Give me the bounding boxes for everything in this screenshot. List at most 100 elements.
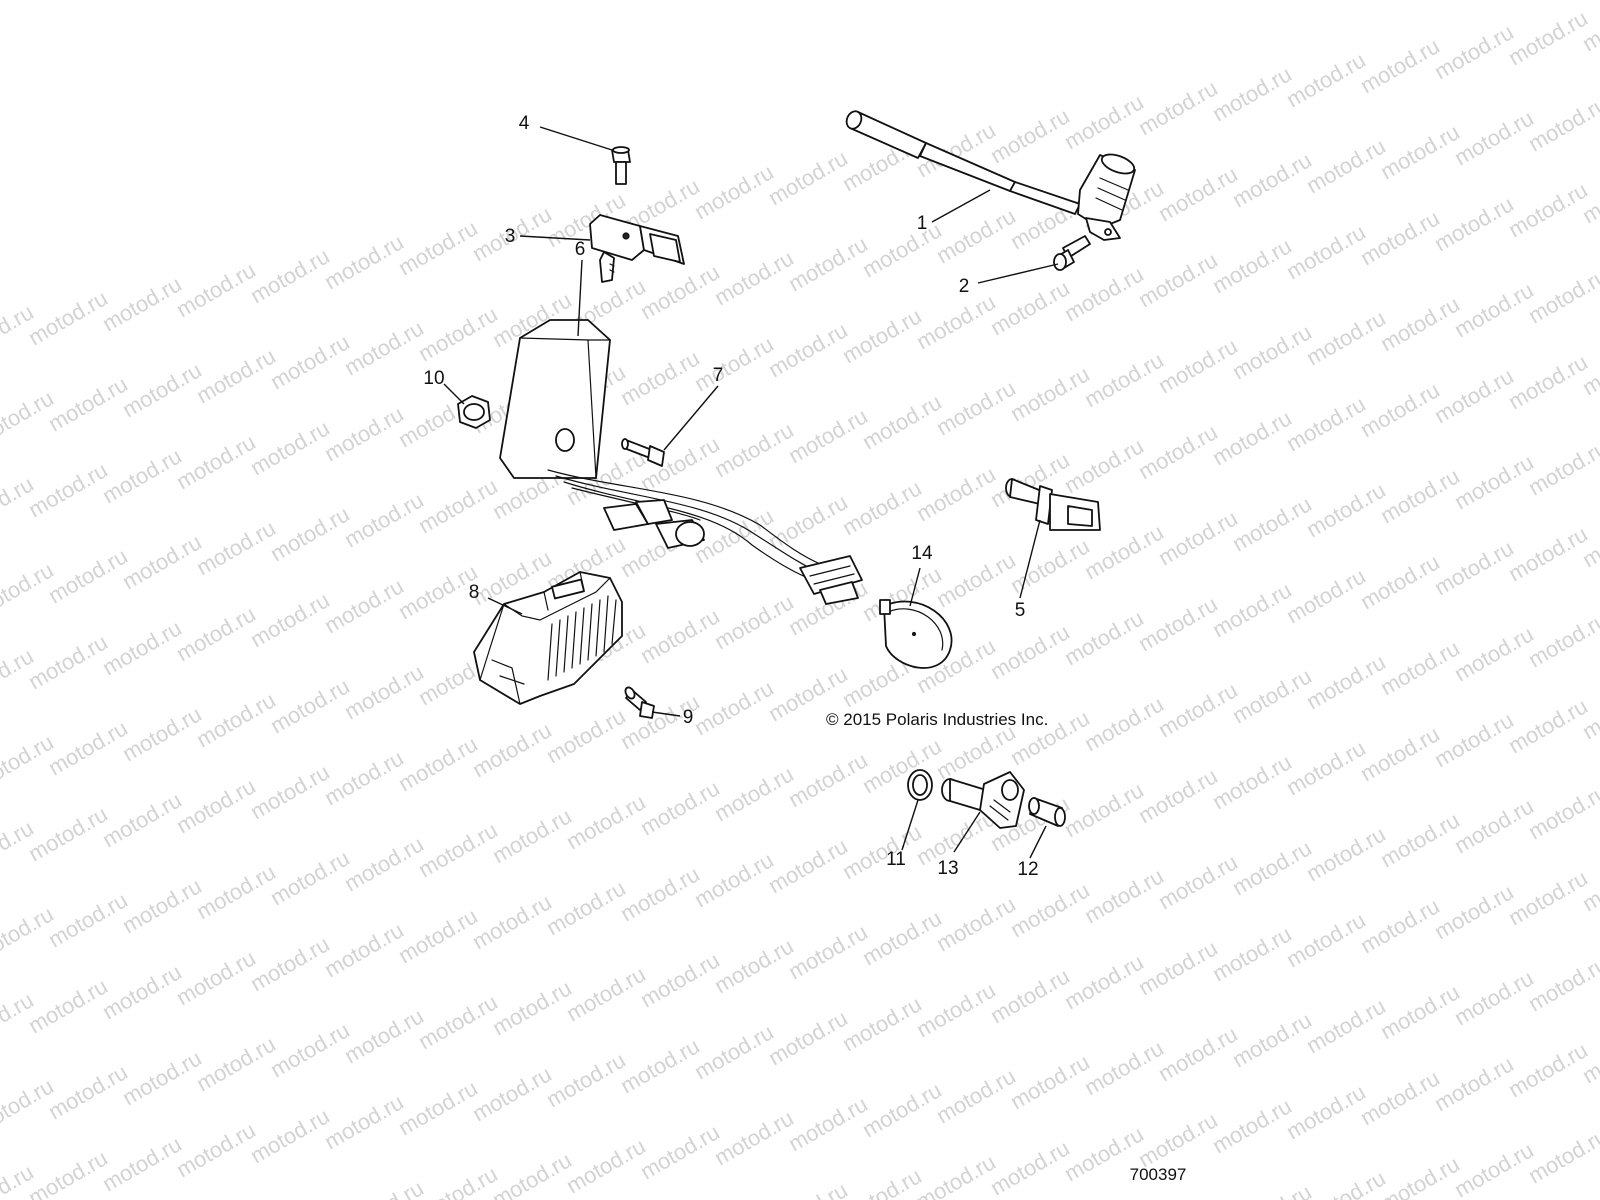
watermark-text: motod.ru: [1282, 219, 1370, 284]
watermark-text: motod.ru: [172, 429, 260, 494]
watermark-text: motod.ru: [1208, 749, 1296, 814]
watermark-text: motod.ru: [710, 417, 798, 482]
watermark-text: motod.ru: [1134, 763, 1222, 828]
watermark-text: motod.ru: [172, 945, 260, 1010]
watermark-text: motod.ru: [616, 861, 704, 926]
callout-12: 12: [1017, 859, 1038, 880]
watermark-text: motod.ru: [1228, 1179, 1316, 1200]
watermark-text: motod.ru: [172, 1117, 260, 1182]
watermark-text: motod.ru: [784, 919, 872, 984]
callout-8: 8: [469, 582, 480, 603]
watermark-text: motod.ru: [1356, 1065, 1444, 1130]
callout-13: 13: [937, 858, 958, 879]
watermark-text: motod.ru: [1228, 491, 1316, 556]
watermark-text: motod.ru: [1208, 577, 1296, 642]
watermark-text: motod.ru: [488, 803, 576, 868]
watermark-text: motod.ru: [118, 529, 206, 594]
watermark-text: motod.ru: [932, 891, 1020, 956]
watermark-text: motod.ru: [636, 947, 724, 1012]
watermark-text: motod.ru: [320, 229, 408, 294]
drawing-number: 700397: [1130, 1165, 1187, 1184]
watermark-text: motod.ru: [320, 573, 408, 638]
watermark-text: motod.ru: [784, 231, 872, 296]
leader-lines: [443, 126, 1059, 859]
watermark-text: motod.ru: [1430, 1051, 1518, 1116]
part-9-bolt: [624, 686, 655, 719]
callout-7: 7: [713, 365, 724, 386]
watermark-text: motod.ru: [636, 775, 724, 840]
watermark-text: motod.ru: [1006, 533, 1094, 598]
watermark-text: motod.ru: [1134, 591, 1222, 656]
watermark-text: motod.ru: [1282, 1079, 1370, 1144]
watermark-text: motod.ru: [1154, 1021, 1242, 1086]
watermark-text: motod.ru: [1154, 161, 1242, 226]
watermark-text: motod.ru: [1504, 5, 1592, 70]
watermark-text: motod.ru: [1430, 191, 1518, 256]
watermark-text: motod.ru: [414, 1161, 502, 1200]
watermark-text: motod.ru: [784, 403, 872, 468]
watermark-text: motod.ru: [246, 931, 334, 996]
watermark-text: motod.ru: [636, 1119, 724, 1184]
watermark-text: motod.ru: [1302, 133, 1390, 198]
watermark-text: motod.ru: [1006, 877, 1094, 942]
watermark-text: motod.ru: [192, 515, 280, 580]
watermark-text: motod.ru: [1356, 33, 1444, 98]
watermark-text: motod.ru: [98, 1131, 186, 1196]
watermark-text: motod.ru: [1208, 1093, 1296, 1158]
watermark-text: motod.ru: [986, 103, 1074, 168]
watermark-text: motod.ru: [1154, 849, 1242, 914]
watermark-text: motod.ru: [340, 659, 428, 724]
watermark-text: motod.ru: [340, 1175, 428, 1200]
watermark-text: motod.ru: [1282, 47, 1370, 112]
watermark-text: motod.ru: [838, 475, 926, 540]
watermark-text: motod.ru: [172, 601, 260, 666]
watermark-text: motod.ru: [690, 847, 778, 912]
watermark-text: motod.ru: [98, 959, 186, 1024]
watermark-text: motod.ru: [1450, 277, 1538, 342]
watermark-text: motod.ru: [1450, 621, 1538, 686]
watermark-text: motod.ru: [1450, 105, 1538, 170]
watermark-text: motod.ru: [172, 773, 260, 838]
watermark-text: motod.ru: [340, 1003, 428, 1068]
watermark-text: motod.ru: [192, 687, 280, 752]
callout-numbers: 1 2 3 4 5 6 7 8 9 10 11 12 13 14: [423, 113, 1038, 880]
watermark-text: motod.ru: [266, 673, 354, 738]
watermark-text: motod.ru: [838, 991, 926, 1056]
watermark-text: motod.ru: [24, 801, 112, 866]
watermark-text: motod.ru: [24, 629, 112, 694]
watermark-text: motod.ru: [320, 401, 408, 466]
watermark-text: motod.ru: [414, 301, 502, 366]
watermark-text: motod.ru: [1060, 89, 1148, 154]
watermark-text: motod.ru: [1060, 261, 1148, 326]
watermark-text: motod.ru: [1430, 879, 1518, 944]
watermark-text: motod.ru: [1356, 721, 1444, 786]
watermark-text: motod.ru: [340, 831, 428, 896]
watermark-text: motod.ru: [1282, 391, 1370, 456]
watermark-text: motod.ru: [1228, 663, 1316, 728]
watermark-text: motod.ru: [118, 1045, 206, 1110]
watermark-text: motod.ru: [24, 285, 112, 350]
watermark-text: motod.ru: [1356, 205, 1444, 270]
part-7-bolt: [621, 438, 665, 467]
watermark-text: motod.ru: [1376, 463, 1464, 528]
watermark-text: motod.ru: [1154, 677, 1242, 742]
watermark-text: motod.ru: [1430, 707, 1518, 772]
watermark-text: motod.ru: [340, 315, 428, 380]
watermark-text: motod.ru: [1376, 119, 1464, 184]
watermark-text: motod.ru: [192, 859, 280, 924]
watermark-text: motod.ru: [764, 1177, 852, 1200]
callout-3: 3: [505, 226, 516, 247]
watermark-text: motod.ru: [320, 1089, 408, 1154]
watermark-text: motod.ru: [1376, 291, 1464, 356]
part-6-control-module-harness: [499, 319, 863, 605]
watermark-text: motod.ru: [1080, 691, 1168, 756]
watermark-text: motod.ru: [1450, 793, 1538, 858]
watermark-text: motod.ru: [616, 345, 704, 410]
watermark-text: motod.ru: [542, 1047, 630, 1112]
part-11-o-ring: [907, 769, 933, 801]
watermark-text: motod.ru: [1504, 693, 1592, 758]
watermark-text: motod.ru: [468, 1061, 556, 1126]
watermark-text: motod.ru: [784, 747, 872, 812]
watermark-text: motod.ru: [1154, 505, 1242, 570]
watermark-text: motod.ru: [266, 501, 354, 566]
